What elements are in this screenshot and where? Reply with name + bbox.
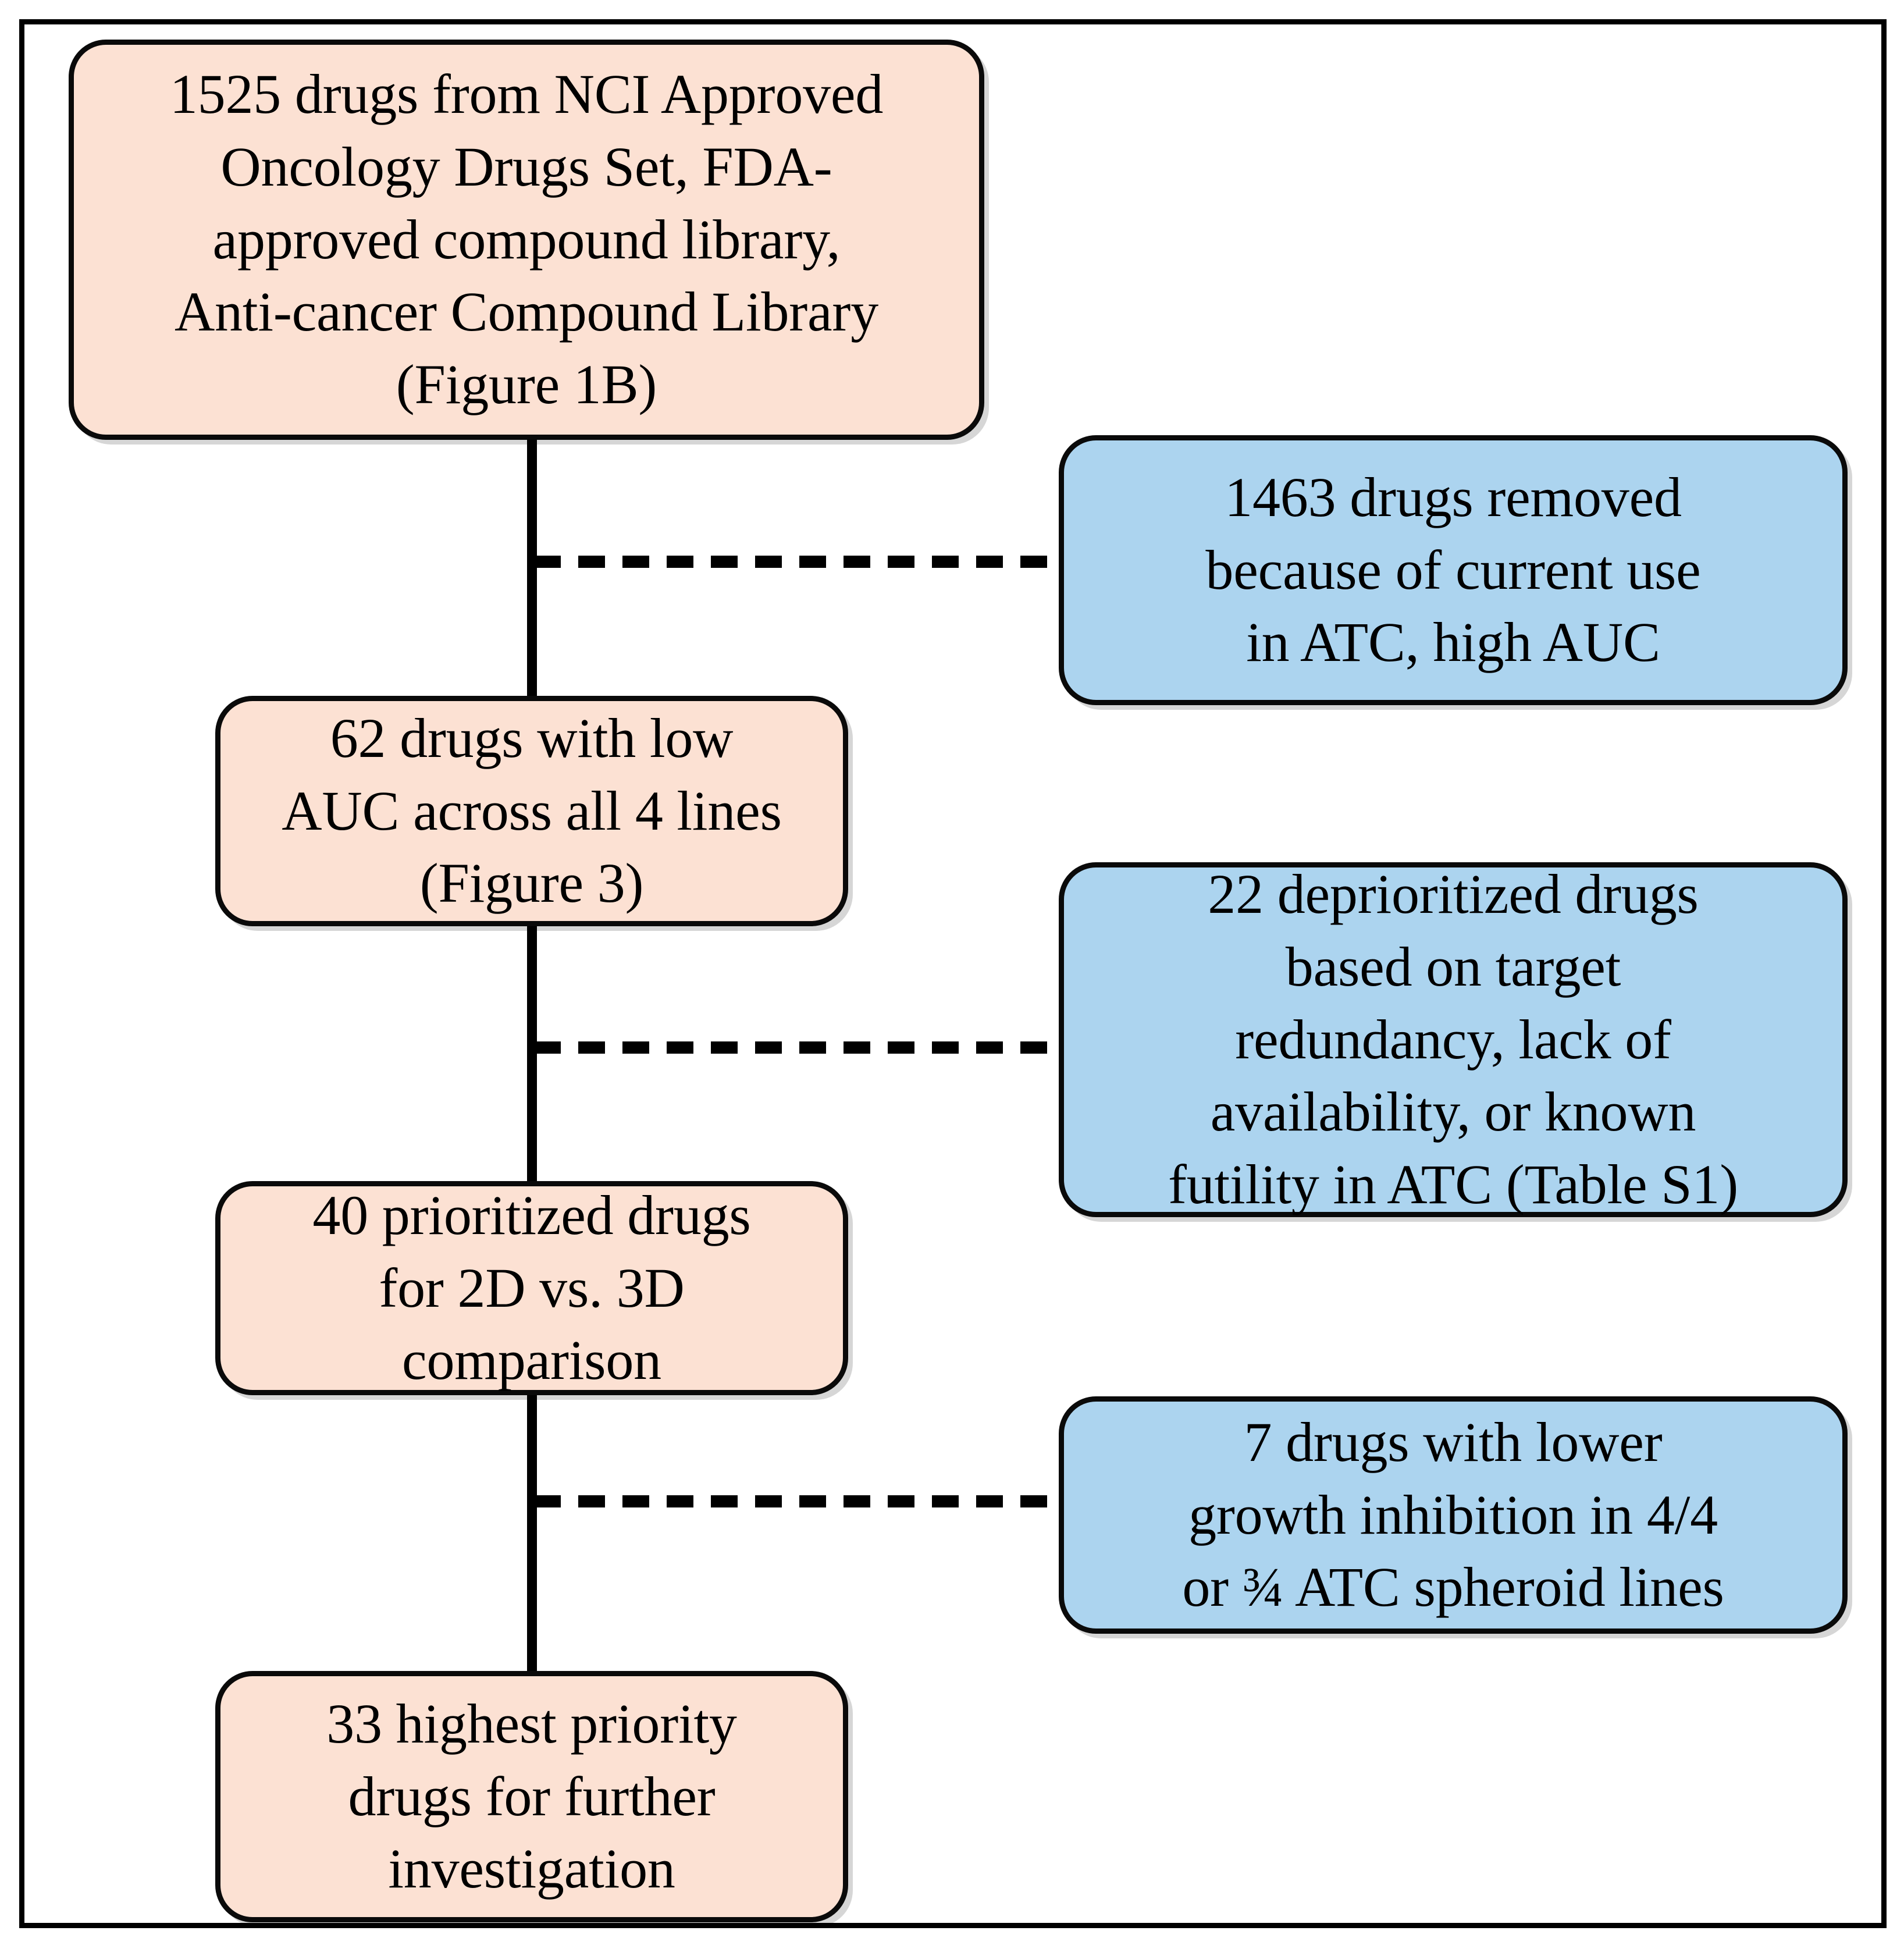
node-deprioritized-label: 22 deprioritized drugs based on target r…	[1168, 863, 1739, 1216]
spine-segment-prioritized-to-final	[527, 1389, 537, 1676]
node-prioritized-drugs: 40 prioritized drugs for 2D vs. 3D compa…	[215, 1181, 848, 1395]
dashed-branch-to-removed	[534, 556, 1063, 568]
node-removed-label: 1463 drugs removed because of current us…	[1205, 465, 1701, 674]
node-prioritized-label: 40 prioritized drugs for 2D vs. 3D compa…	[312, 1183, 751, 1392]
dashed-branch-to-lower-inhibition	[534, 1495, 1063, 1507]
node-low-auc-label: 62 drugs with low AUC across all 4 lines…	[282, 706, 782, 915]
node-removed-drugs: 1463 drugs removed because of current us…	[1059, 435, 1848, 705]
dashed-branch-to-deprioritized	[534, 1041, 1063, 1054]
node-lower-inhibition-drugs: 7 drugs with lower growth inhibition in …	[1059, 1396, 1848, 1634]
node-source-label: 1525 drugs from NCI Approved Oncology Dr…	[169, 63, 884, 416]
node-source-drug-libraries: 1525 drugs from NCI Approved Oncology Dr…	[69, 40, 984, 440]
spine-segment-lowauc-to-prioritized	[527, 920, 537, 1186]
node-deprioritized-drugs: 22 deprioritized drugs based on target r…	[1059, 862, 1848, 1217]
node-final-label: 33 highest priority drugs for further in…	[326, 1692, 737, 1900]
spine-segment-source-to-lowauc	[527, 435, 537, 699]
node-low-auc-drugs: 62 drugs with low AUC across all 4 lines…	[215, 696, 848, 926]
node-final-priority-drugs: 33 highest priority drugs for further in…	[215, 1671, 848, 1922]
node-lower-inhibition-label: 7 drugs with lower growth inhibition in …	[1182, 1410, 1724, 1619]
